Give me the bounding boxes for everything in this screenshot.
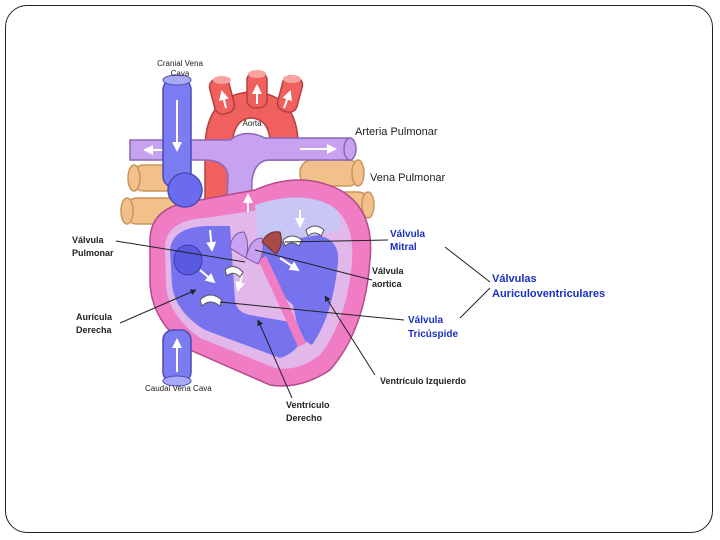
tricuspid-valve — [199, 225, 325, 307]
right-chambers — [170, 226, 305, 358]
label-valvulas-av-2: Auriculoventriculares — [492, 288, 605, 300]
label-ventriculo-izquierdo: Ventrículo Izquierdo — [380, 376, 467, 386]
label-cranial-vena-cava-2: Cava — [171, 69, 190, 78]
label-cranial-vena-cava-1: Cranial Vena — [157, 59, 203, 68]
label-valvula-tricuspide-1: Válvula — [408, 315, 443, 326]
label-ventriculo-derecho-1: Ventrículo — [286, 400, 330, 410]
mitral-valve — [261, 231, 282, 255]
label-valvula-tricuspide-2: Tricúspide — [408, 329, 458, 340]
label-valvula-aortica-2: aortica — [372, 279, 403, 289]
label-auricula-derecha-2: Derecha — [76, 325, 113, 335]
label-vena-pulmonar: Vena Pulmonar — [370, 172, 446, 184]
vena-cava — [162, 74, 203, 387]
pulmonary-veins-left — [120, 164, 183, 225]
label-arteria-pulmonar: Arteria Pulmonar — [355, 126, 438, 138]
pulmonary-valve-opening — [173, 244, 203, 276]
label-valvula-aortica-1: Válvula — [372, 266, 405, 276]
label-valvula-mitral-2: Mitral — [390, 242, 417, 253]
label-caudal-vena-cava: Caudal Vena Cava — [145, 384, 212, 393]
label-auricula-derecha-1: Aurícula — [76, 312, 113, 322]
label-aorta: Aorta — [242, 119, 262, 128]
label-valvula-pulmonar-2: Pulmonar — [72, 248, 114, 258]
septum — [257, 256, 307, 347]
leader-lines — [115, 239, 491, 399]
pulmonary-artery — [129, 132, 357, 246]
left-ventricle — [258, 235, 339, 345]
label-valvulas-av-1: Válvulas — [492, 273, 537, 285]
label-valvula-mitral-1: Válvula — [390, 229, 425, 240]
label-ventriculo-derecho-2: Derecho — [286, 413, 323, 423]
aortic-valve — [229, 231, 264, 265]
label-valvula-pulmonar-1: Válvula — [72, 235, 105, 245]
